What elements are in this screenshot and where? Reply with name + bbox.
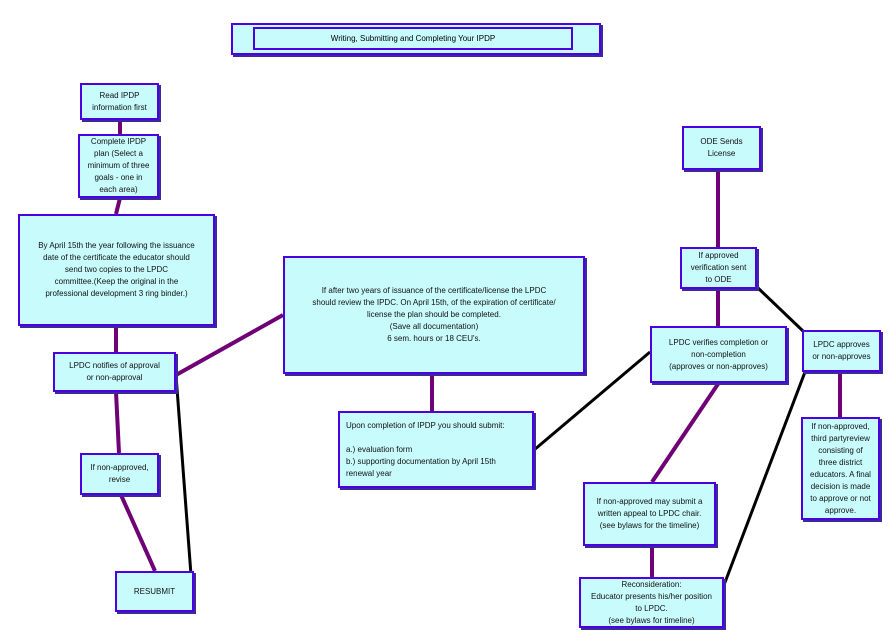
connector xyxy=(755,285,805,333)
connector xyxy=(114,197,122,215)
node-appeal: If non-approved may submit a written app… xyxy=(583,482,716,546)
connector xyxy=(650,382,720,484)
connector xyxy=(175,313,284,377)
node-third-party-review: If non-approved, third partyreview consi… xyxy=(801,417,880,520)
connector xyxy=(114,391,121,454)
node-read-info: Read IPDP information first xyxy=(80,83,159,120)
title-banner: Writing, Submitting and Completing Your … xyxy=(231,23,601,55)
node-verification-sent: If approved verification sent to ODE xyxy=(680,247,757,289)
node-ode-sends: ODE Sends License xyxy=(682,126,761,170)
node-reconsideration: Reconsideration: Educator presents his/h… xyxy=(579,577,724,628)
connector xyxy=(722,371,807,586)
diagram-title: Writing, Submitting and Completing Your … xyxy=(253,27,573,50)
node-lpdc-approves: LPDC approves or non-approves xyxy=(802,330,881,372)
node-revise: If non-approved, revise xyxy=(80,453,159,495)
node-april-15: By April 15th the year following the iss… xyxy=(18,214,215,326)
node-lpdc-notifies: LPDC notifies of approval or non-approva… xyxy=(53,352,176,392)
node-lpdc-verifies: LPDC verifies completion or non-completi… xyxy=(650,326,787,383)
node-upon-completion: Upon completion of IPDP you should submi… xyxy=(338,411,534,488)
node-resubmit: RESUBMIT xyxy=(115,571,194,612)
node-complete-plan: Complete IPDP plan (Select a minimum of … xyxy=(78,134,159,198)
connector xyxy=(119,494,157,572)
node-two-years: If after two years of issuance of the ce… xyxy=(283,256,585,374)
connector xyxy=(533,350,651,452)
connector xyxy=(174,374,193,576)
